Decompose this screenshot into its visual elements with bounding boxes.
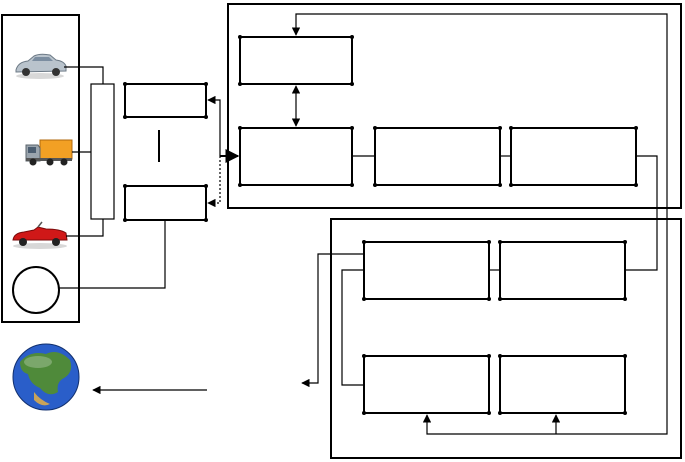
truck-icon: [25, 139, 73, 166]
upper-box-1: [238, 126, 354, 187]
left-to-upper-arrows: [207, 95, 240, 208]
upper-group-frame: [227, 3, 682, 209]
lower-group-frame: [330, 218, 682, 459]
vehicle-connectors: [59, 66, 166, 289]
left-box-1: [123, 82, 208, 119]
convertible-icon: [12, 221, 68, 249]
car-icon: [15, 53, 67, 79]
upper-box-top: [238, 35, 354, 86]
lower-box-1: [362, 240, 491, 301]
upper-connectors: [291, 13, 668, 271]
vehicle-panel: [1, 14, 80, 323]
bracket-box: [90, 83, 115, 220]
lower-box-4: [498, 354, 627, 415]
lower-connectors: [301, 240, 668, 435]
circle-icon: [12, 266, 60, 314]
globe-icon: [12, 343, 80, 411]
upper-box-3: [509, 126, 638, 187]
lower-box-3: [362, 354, 491, 415]
left-box-2: [123, 184, 208, 222]
lower-box-2: [498, 240, 627, 301]
upper-box-2: [373, 126, 502, 187]
